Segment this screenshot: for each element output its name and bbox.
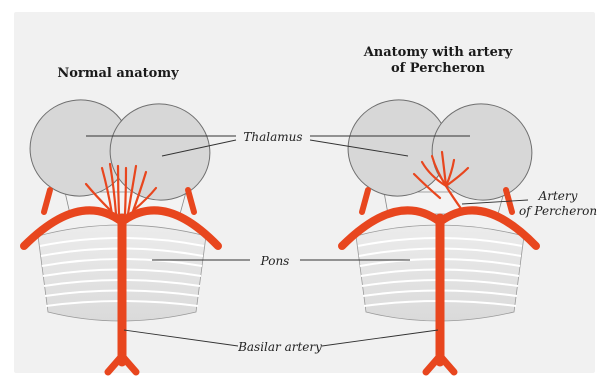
panel-title-normal: Normal anatomy: [57, 66, 179, 81]
label-artery-of-percheron-line-2: of Percheron: [519, 204, 597, 218]
label-artery-of-percheron-line-1: Artery: [538, 189, 578, 203]
panel-title-percheron-line-2: of Percheron: [391, 61, 485, 76]
label-thalamus: Thalamus: [243, 130, 302, 144]
label-pons: Pons: [260, 254, 290, 268]
panel-title-percheron-line-1: Anatomy with artery: [363, 45, 513, 60]
label-basilar-artery: Basilar artery: [237, 340, 322, 354]
